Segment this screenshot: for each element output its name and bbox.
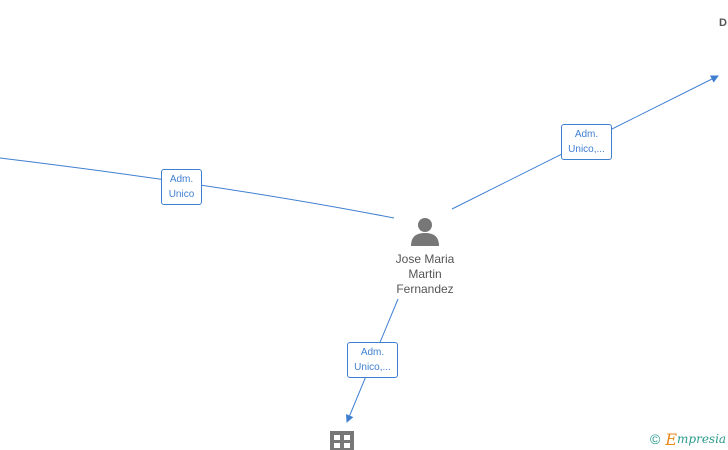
- person-icon: [411, 218, 439, 246]
- brand-logo-initial: E: [665, 429, 678, 449]
- person-name-line2: Martin: [408, 267, 442, 281]
- building-icon[interactable]: [330, 431, 354, 450]
- edge-left[interactable]: [0, 157, 395, 219]
- edge-label-left[interactable]: Adm. Unico: [161, 169, 202, 205]
- edge-label-left-line1: Adm.: [169, 174, 194, 185]
- person-name: Jose Maria Martin Fernandez: [378, 252, 472, 297]
- offscreen-node-label[interactable]: D: [719, 17, 727, 29]
- edge-label-upper-right[interactable]: Adm. Unico,...: [561, 124, 612, 160]
- edge-label-down[interactable]: Adm. Unico,...: [347, 342, 398, 378]
- person-node[interactable]: Jose Maria Martin Fernandez: [378, 216, 472, 297]
- edge-label-left-line2: Unico: [168, 189, 195, 200]
- person-name-line3: Fernandez: [396, 282, 454, 296]
- brand-logo-text: mpresia: [677, 432, 727, 446]
- person-name-line1: Jose Maria: [395, 252, 455, 266]
- copyright-symbol: ©: [650, 431, 661, 447]
- brand-watermark: © E mpresia: [650, 429, 727, 449]
- edge-label-upper-right-line1: Adm.: [574, 129, 599, 140]
- edge-label-down-line1: Adm.: [360, 347, 385, 358]
- edge-label-upper-right-line2: Unico,...: [568, 144, 605, 155]
- edge-label-down-line2: Unico,...: [354, 362, 391, 373]
